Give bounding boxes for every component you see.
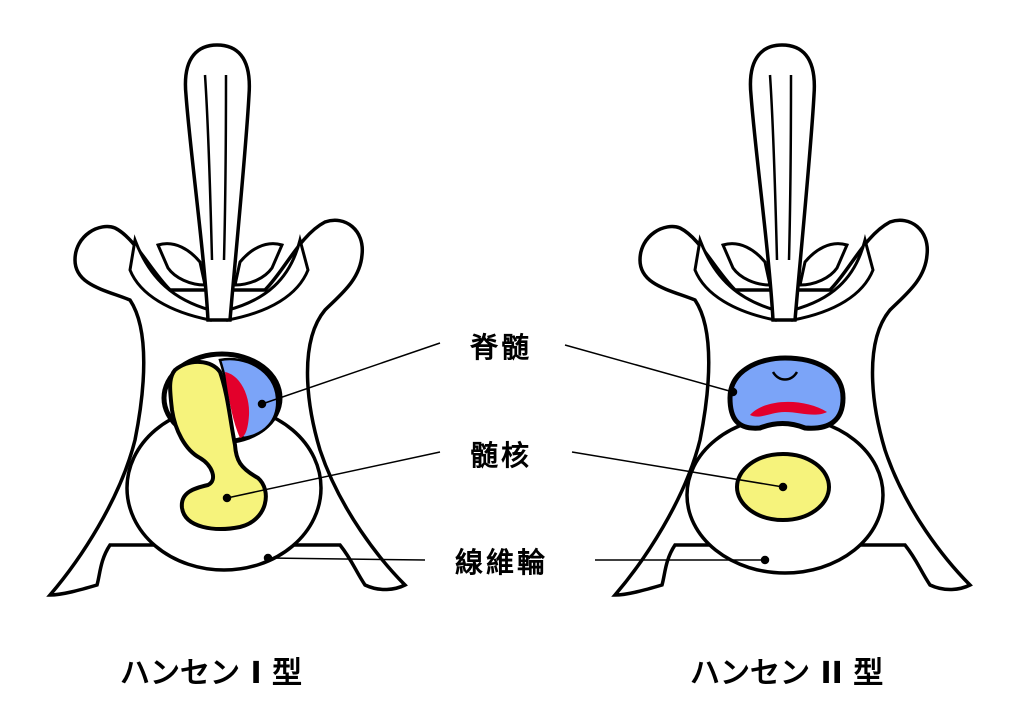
label-annulus-fibrosus: 線維輪: [455, 546, 549, 579]
cord-fissure-type2: [771, 371, 799, 381]
label-nucleus-pulposus: 髄核: [470, 439, 533, 472]
title-hansen-type1: ハンセン I 型: [120, 656, 303, 691]
compressed-cord-type1: [225, 372, 250, 438]
label-spinal-cord: 脊髄: [470, 331, 533, 364]
spinal-canal-type2: [727, 355, 846, 431]
leader-lines: [222, 342, 788, 565]
herniated-nucleus-type1: [168, 360, 268, 531]
compressed-cord-type2: [750, 401, 827, 417]
vertebra-type1: [48, 43, 407, 597]
title-hansen-type2: ハンセン II 型: [690, 656, 884, 691]
vertebra-type2: [613, 43, 972, 597]
